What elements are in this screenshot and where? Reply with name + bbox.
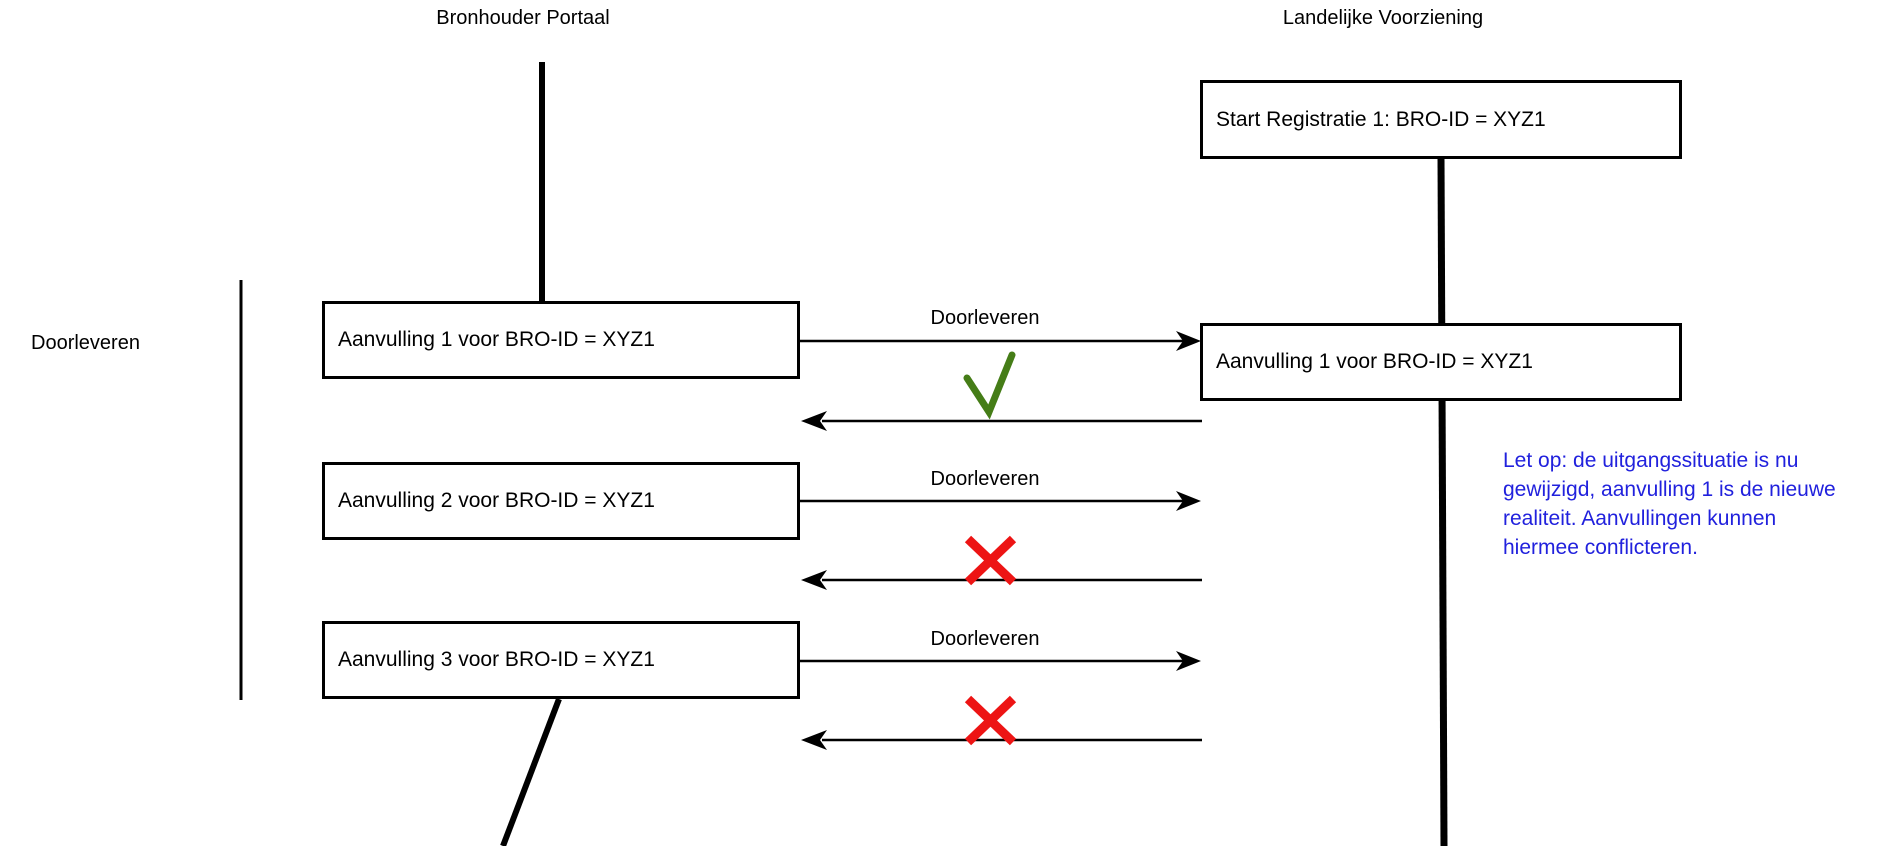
lv-aanvulling-1-text: Aanvulling 1 voor BRO-ID = XYZ1 bbox=[1216, 350, 1533, 373]
aanvulling-3-box: Aanvulling 3 voor BRO-ID = XYZ1 bbox=[322, 621, 800, 699]
note-line-4: hiermee conflicteren. bbox=[1503, 536, 1698, 559]
lv-aanvulling-1-box: Aanvulling 1 voor BRO-ID = XYZ1 bbox=[1200, 323, 1682, 401]
aanvulling-1-box: Aanvulling 1 voor BRO-ID = XYZ1 bbox=[322, 301, 800, 379]
error-cross-icon-2 bbox=[964, 695, 1017, 746]
arrow-label-doorleveren-1: Doorleveren bbox=[930, 307, 1040, 329]
doorleveren-arrow-1 bbox=[800, 331, 1201, 351]
doorleveren-arrow-2 bbox=[800, 491, 1201, 511]
doorleveren-arrow-3 bbox=[800, 651, 1201, 671]
note-text: Let op: de uitgangssituatie is nu gewijz… bbox=[1503, 446, 1902, 562]
lifeline-landelijke-voorziening bbox=[1437, 156, 1448, 846]
aanvulling-1-text: Aanvulling 1 voor BRO-ID = XYZ1 bbox=[338, 328, 655, 351]
start-registratie-box: Start Registratie 1: BRO-ID = XYZ1 bbox=[1200, 80, 1682, 159]
error-cross-icon-1 bbox=[964, 535, 1017, 586]
note-line-3: realiteit. Aanvullingen kunnen bbox=[1503, 507, 1777, 530]
note-line-2: gewijzigd, aanvulling 1 is de nieuwe bbox=[1503, 478, 1836, 501]
arrow-label-doorleveren-3: Doorleveren bbox=[930, 628, 1040, 650]
actor-title-bronhouder-portaal: Bronhouder Portaal bbox=[436, 7, 610, 29]
aanvulling-2-box: Aanvulling 2 voor BRO-ID = XYZ1 bbox=[322, 462, 800, 540]
arrow-label-doorleveren-2: Doorleveren bbox=[930, 468, 1040, 490]
actor-title-landelijke-voorziening: Landelijke Voorziening bbox=[1282, 7, 1484, 29]
success-check-icon bbox=[963, 351, 1016, 420]
start-registratie-text: Start Registratie 1: BRO-ID = XYZ1 bbox=[1216, 107, 1546, 131]
aanvulling-2-text: Aanvulling 2 voor BRO-ID = XYZ1 bbox=[338, 489, 655, 512]
lifeline-bronhouder-bottom bbox=[500, 697, 562, 846]
aanvulling-3-text: Aanvulling 3 voor BRO-ID = XYZ1 bbox=[338, 648, 655, 671]
response-arrow-1 bbox=[801, 411, 1202, 431]
group-label-doorleveren: Doorleveren bbox=[31, 332, 140, 354]
note-line-1: Let op: de uitgangssituatie is nu bbox=[1503, 449, 1799, 472]
